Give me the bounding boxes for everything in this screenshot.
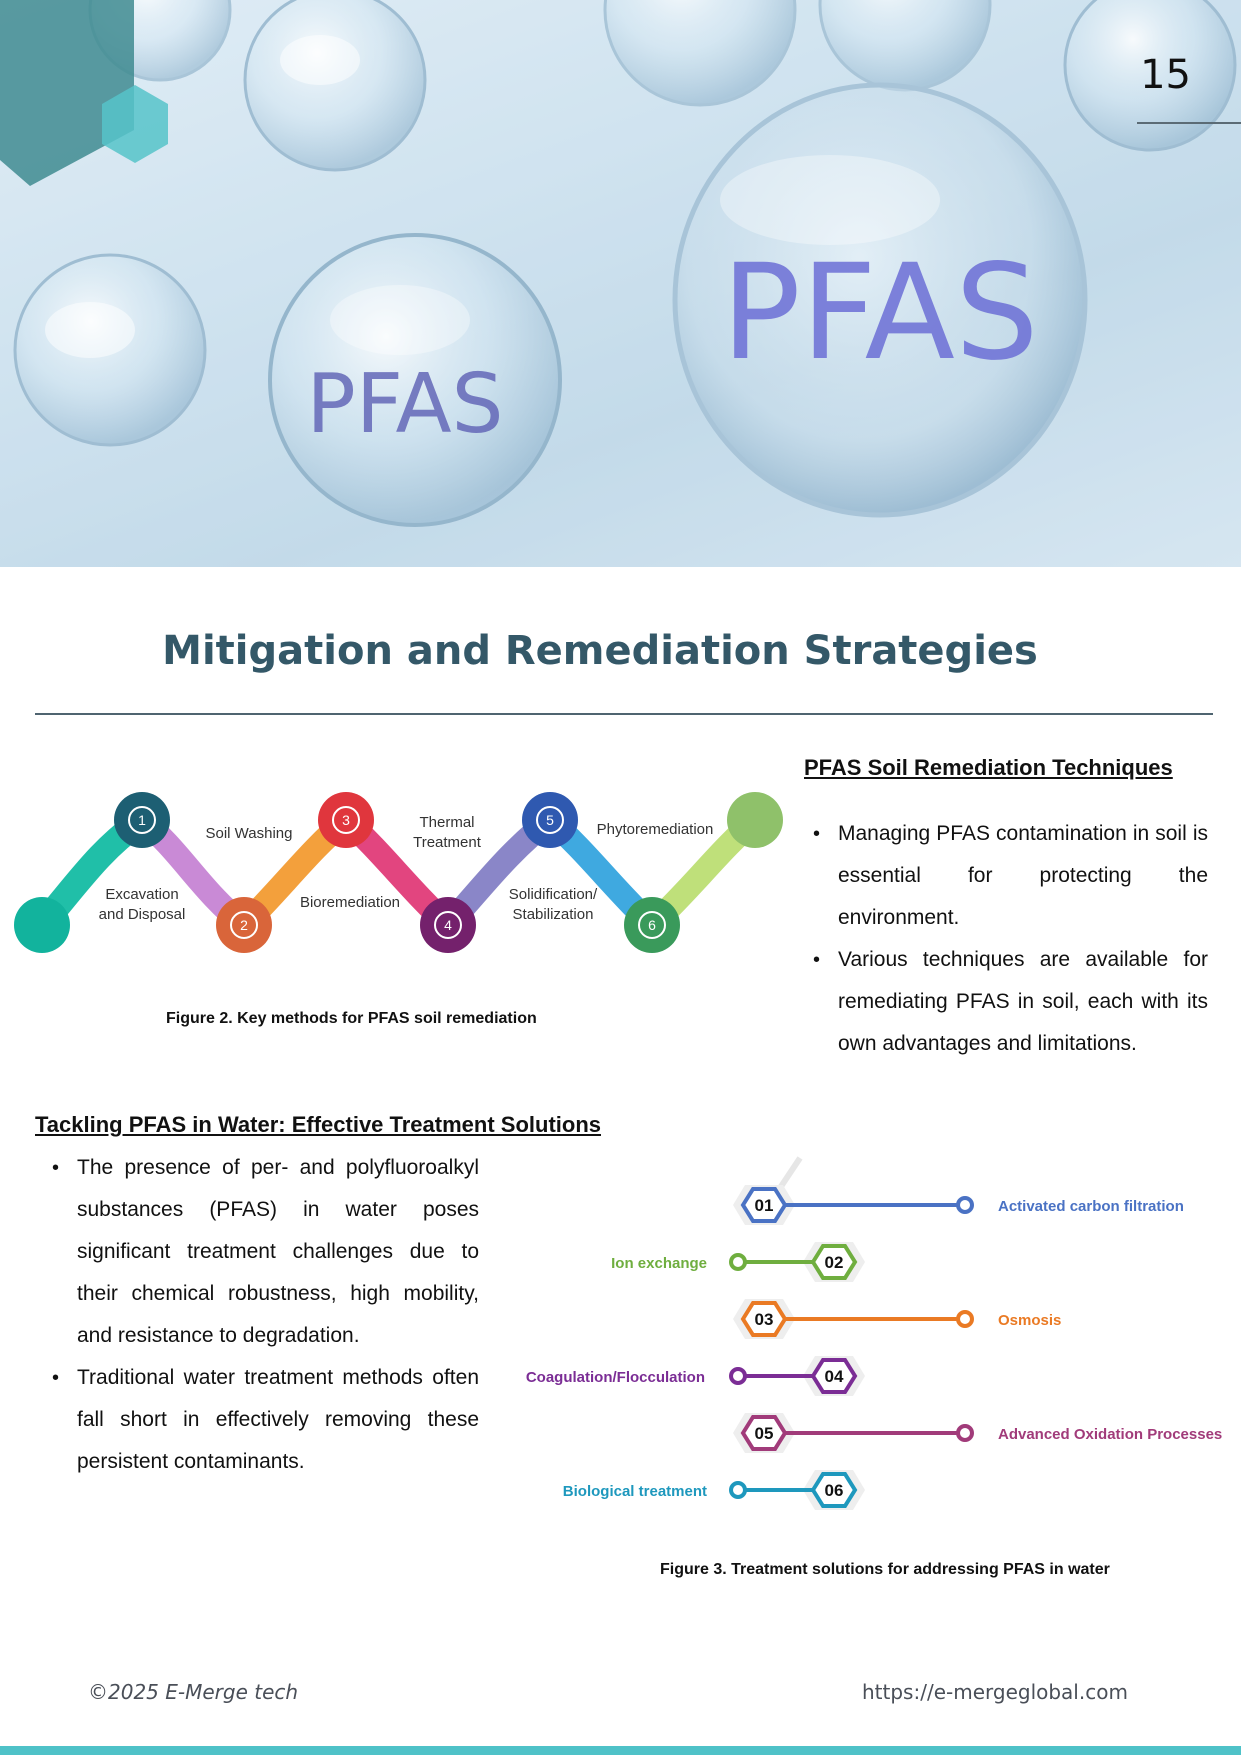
item-number: 02: [825, 1253, 844, 1272]
step-label: and Disposal: [99, 906, 186, 923]
step-node-3: 3: [318, 792, 374, 848]
item-label: Advanced Oxidation Processes: [998, 1426, 1222, 1443]
water-bullet-list: The presence of per- and polyfluoroalkyl…: [52, 1147, 479, 1483]
list-item: Traditional water treatment methods ofte…: [52, 1357, 479, 1483]
step-label: Solidification/: [509, 886, 598, 903]
step-label: Excavation: [105, 886, 178, 903]
step-number: 4: [444, 917, 452, 933]
footer-url[interactable]: https://e-mergeglobal.com: [862, 1680, 1128, 1704]
treatment-item-03: 03 Osmosis: [740, 1301, 1061, 1337]
figure-3-caption: Figure 3. Treatment solutions for addres…: [660, 1561, 1110, 1578]
hero-pfas-small: PFAS: [306, 357, 503, 452]
list-item: Managing PFAS contamination in soil is e…: [813, 813, 1208, 939]
step-number: 2: [240, 917, 248, 933]
hexagon-decoration: [0, 0, 134, 186]
item-number: 03: [755, 1310, 774, 1329]
step-node-2: 2: [216, 897, 272, 953]
step-label: Stabilization: [513, 906, 594, 923]
step-number: 6: [648, 917, 656, 933]
soil-section-heading: PFAS Soil Remediation Techniques: [804, 755, 1173, 780]
treatment-item-05: 05 Advanced Oxidation Processes: [740, 1415, 1222, 1451]
title-divider: [35, 713, 1213, 715]
pfas-bubbles-illustration: PFAS PFAS: [0, 0, 1241, 567]
treatment-item-04: 04 Coagulation/Flocculation: [526, 1358, 858, 1394]
item-label: Coagulation/Flocculation: [526, 1369, 705, 1386]
item-number: 01: [755, 1196, 774, 1215]
figure-2-soil-remediation: 1 2 3 4 5 6 Excavation and Dispo: [10, 790, 790, 960]
item-label: Activated carbon filtration: [998, 1198, 1184, 1215]
step-node-5: 5: [522, 792, 578, 848]
page-number-rule: [1137, 122, 1241, 124]
step-label: Thermal: [419, 814, 474, 831]
treatment-item-06: 06 Biological treatment: [563, 1472, 858, 1508]
list-item: Various techniques are available for rem…: [813, 939, 1208, 1065]
figure-3-water-treatment: 01 Activated carbon filtration 02 Ion ex…: [515, 1150, 1235, 1520]
water-section-heading: Tackling PFAS in Water: Effective Treatm…: [35, 1112, 601, 1137]
step-node-1: 1: [114, 792, 170, 848]
list-item: The presence of per- and polyfluoroalkyl…: [52, 1147, 479, 1357]
soil-bullet-list: Managing PFAS contamination in soil is e…: [813, 813, 1208, 1065]
footer-accent-bar: [0, 1746, 1241, 1755]
item-number: 06: [825, 1481, 844, 1500]
step-label: Bioremediation: [300, 894, 400, 911]
step-label: Phytoremediation: [597, 821, 714, 838]
step-number: 3: [342, 812, 350, 828]
step-node-6: 6: [624, 897, 680, 953]
item-number: 05: [755, 1424, 774, 1443]
hero-image: PFAS PFAS 15: [0, 0, 1241, 567]
footer-copyright: ©2025 E-Merge tech: [88, 1680, 299, 1704]
step-number: 1: [138, 812, 146, 828]
figure-2-caption: Figure 2. Key methods for PFAS soil reme…: [166, 1010, 537, 1027]
step-number: 5: [546, 812, 554, 828]
page-title: Mitigation and Remediation Strategies: [162, 628, 1038, 674]
hero-pfas-large: PFAS: [721, 236, 1039, 390]
item-label: Biological treatment: [563, 1483, 707, 1500]
treatment-item-02: 02 Ion exchange: [611, 1244, 858, 1280]
page-number: 15: [1140, 52, 1191, 98]
item-label: Osmosis: [998, 1312, 1061, 1329]
item-label: Ion exchange: [611, 1255, 707, 1272]
item-number: 04: [825, 1367, 844, 1386]
treatment-item-01: 01 Activated carbon filtration: [740, 1187, 1184, 1223]
step-label: Soil Washing: [206, 825, 293, 842]
hexagon-decoration-small: [102, 85, 168, 163]
step-node-4: 4: [420, 897, 476, 953]
step-label: Treatment: [413, 834, 482, 851]
